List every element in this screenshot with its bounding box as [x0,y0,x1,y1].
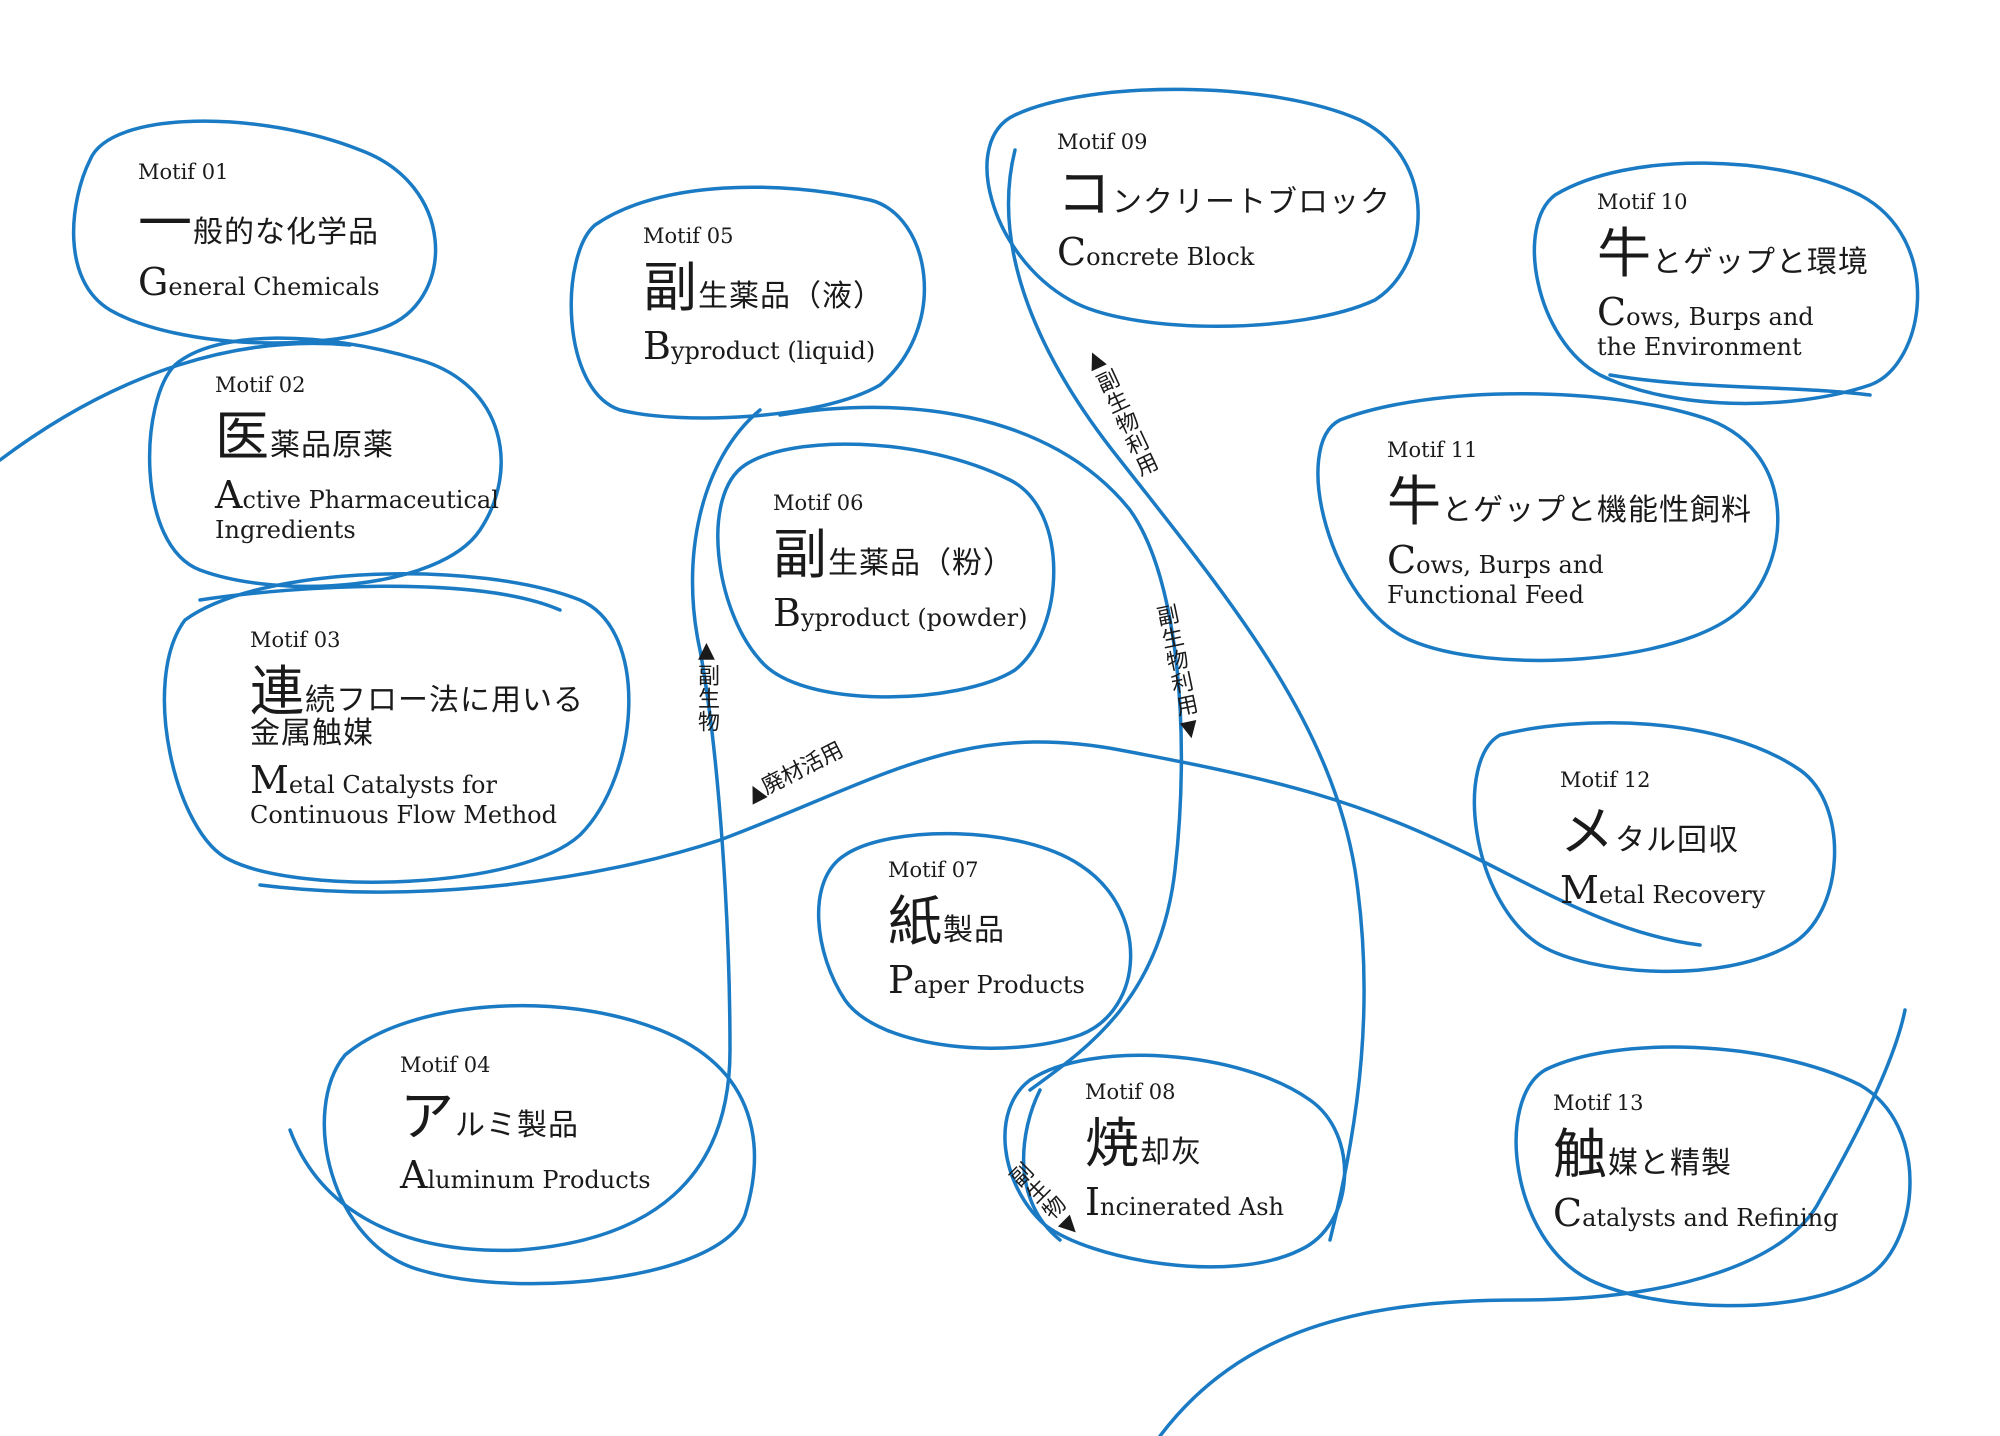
motif-title-en: Paper Products [888,958,1085,1002]
motif-number: Motif 12 [1560,768,1651,792]
motif-13-outline [1514,1045,1912,1308]
motif-number: Motif 03 [250,628,341,652]
motif-06-outline [716,442,1056,699]
motif-08-outline [1003,1053,1347,1269]
motif-number: Motif 04 [400,1053,491,1077]
motif-title-en: General Chemicals [138,260,380,304]
flow-waste-reuse [258,740,1702,947]
motif-number: Motif 10 [1597,190,1688,214]
motif-05-outline [569,185,926,420]
motif-title-ja: 連続フロー法に用いる金属触媒 [250,660,584,751]
motif-title-en: Aluminum Products [400,1153,651,1197]
motif-title-ja: 焼却灰 [1085,1112,1202,1175]
motif-number: Motif 06 [773,491,864,515]
flow-byproduct-left [288,408,762,1253]
motif-title-en: Concrete Block [1057,230,1255,274]
motif-09: Motif 09 コンクリートブロック Concrete Block [1057,132,1391,274]
motif-number: Motif 08 [1085,1080,1176,1104]
motif-06: Motif 06 副生薬品（粉） Byproduct (powder) [773,493,1027,635]
motif-02-outline [147,336,503,589]
motif-title-en: Catalysts and Refining [1553,1191,1839,1235]
motif-title-ja: 触媒と精製 [1553,1123,1732,1186]
motif-number: Motif 07 [888,858,979,882]
motif-03: Motif 03 連続フロー法に用いる金属触媒 Metal Catalysts … [250,630,584,828]
motif-11-outline [1316,392,1780,663]
flow-cows [1608,373,1872,397]
motif-12-outline [1472,721,1837,974]
flow-bottom-right [1158,1008,1907,1436]
motif-number: Motif 13 [1553,1091,1644,1115]
motif-title-ja: 一般的な化学品 [138,192,379,255]
motif-01: Motif 01 一般的な化学品 General Chemicals [138,162,380,304]
motif-title-ja: 牛とゲップと環境 [1597,222,1869,285]
motif-number: Motif 11 [1387,438,1478,462]
motif-04-outline [322,1003,757,1286]
motif-title-ja: コンクリートブロック [1057,162,1391,225]
motif-10-outline [1532,161,1920,406]
motif-number: Motif 09 [1057,130,1148,154]
motif-title-en: Incinerated Ash [1085,1180,1284,1224]
motif-title-ja: 紙製品 [888,890,1005,953]
motif-07-outline [817,831,1133,1050]
motif-title-en: Metal Recovery [1560,868,1766,912]
motif-title-ja: メタル回収 [1560,800,1739,863]
motif-07: Motif 07 紙製品 Paper Products [888,860,1085,1002]
motif-03-outline [162,572,631,884]
motif-title-en: Byproduct (liquid) [643,324,876,368]
motif-title-ja: 医薬品原薬 [215,405,394,468]
motif-13: Motif 13 触媒と精製 Catalysts and Refining [1553,1093,1838,1235]
motif-title-ja: 副生薬品（粉） [773,523,1014,586]
motif-01-outline [71,119,438,345]
motif-05: Motif 05 副生薬品（液） Byproduct (liquid) [643,226,884,368]
motif-title-ja: 牛とゲップと機能性飼料 [1387,470,1752,533]
motif-09-outline [985,87,1420,328]
flow-left-arc [0,341,352,462]
connector-label-byproduct-a: ▲副生物 [694,638,719,733]
motif-number: Motif 02 [215,373,306,397]
flow-byproduct-center [778,405,1184,1092]
motif-08-outline-b [1021,1088,1062,1242]
motif-03-outline-b [198,584,562,612]
motif-title-ja: 副生薬品（液） [643,256,884,319]
motif-title-ja: アルミ製品 [400,1085,579,1148]
motif-title-en: Byproduct (powder) [773,591,1028,635]
motif-number: Motif 05 [643,224,734,248]
flow-concrete-ash [1006,148,1366,1242]
motif-number: Motif 01 [138,160,229,184]
motif-12: Motif 12 メタル回収 Metal Recovery [1560,770,1765,912]
motif-08: Motif 08 焼却灰 Incinerated Ash [1085,1082,1284,1224]
motif-04: Motif 04 アルミ製品 Aluminum Products [400,1055,651,1197]
